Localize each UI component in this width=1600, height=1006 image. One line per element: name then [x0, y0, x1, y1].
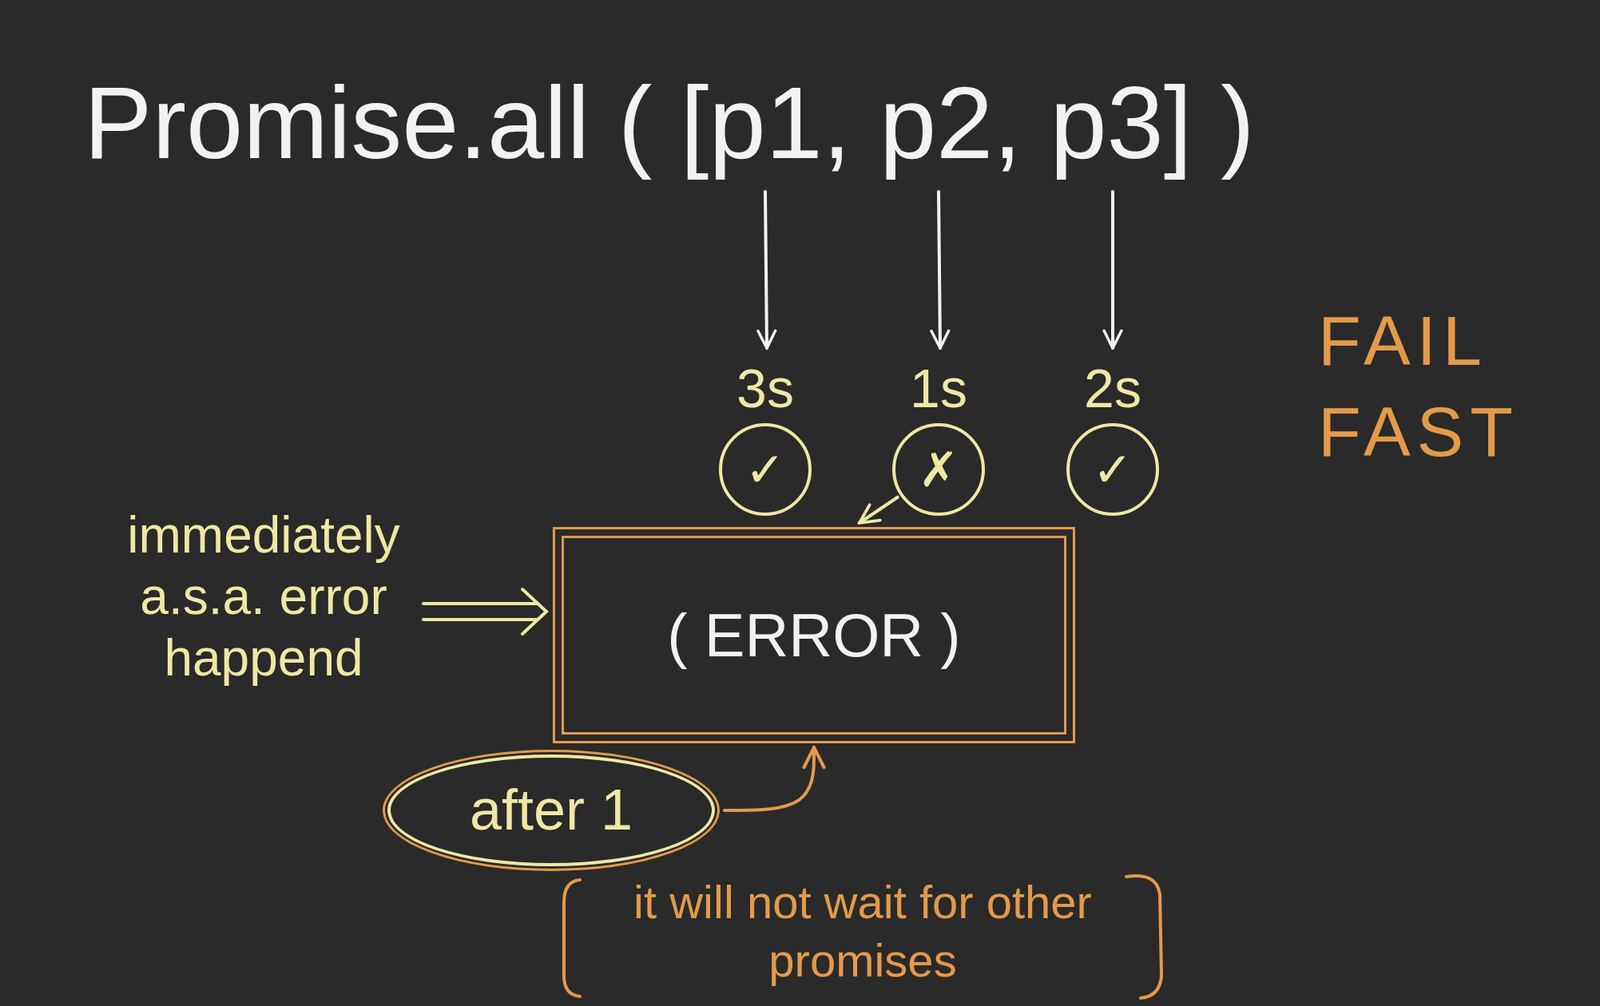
- down-arrow: [938, 191, 941, 349]
- down-arrow: [1111, 191, 1115, 349]
- connector-arrow: [859, 497, 898, 524]
- connector-arrow: [724, 747, 814, 811]
- implies-arrow: [423, 589, 547, 635]
- right-bracket: [1126, 876, 1162, 999]
- status-symbol: ✗: [918, 445, 959, 494]
- duration-label: 2s: [1083, 361, 1142, 416]
- promise-result: 1s ✗: [874, 361, 1003, 517]
- timing-note: immediately a.s.a. error happend: [87, 504, 440, 689]
- error-box: ( ERROR ): [561, 535, 1067, 735]
- status-symbol: ✓: [1092, 445, 1133, 494]
- promise-result: 2s ✓: [1048, 361, 1177, 517]
- duration-label: 3s: [736, 361, 795, 416]
- down-arrow: [765, 191, 767, 349]
- status-symbol: ✓: [745, 445, 786, 494]
- implies-line: [423, 602, 537, 606]
- code-title: Promise.all ( [p1, p2, p3] ): [83, 71, 1255, 175]
- bracket-note: it will not wait for other promises: [563, 873, 1162, 990]
- promise-arrows: [765, 191, 1113, 349]
- fail-fast-label: FAIL FAST: [1318, 295, 1582, 479]
- promise-result: 3s ✓: [701, 361, 830, 517]
- implies-line: [423, 618, 537, 622]
- status-circle: ✓: [718, 423, 812, 517]
- timing-text: after 1: [469, 778, 633, 842]
- status-circle: ✗: [892, 423, 985, 517]
- status-circle: ✓: [1066, 423, 1160, 517]
- error-text: ( ERROR ): [666, 602, 961, 670]
- duration-label: 1s: [909, 361, 968, 416]
- timing-ellipse: after 1: [387, 754, 715, 867]
- left-bracket: [563, 880, 580, 997]
- implies-head: [522, 589, 547, 635]
